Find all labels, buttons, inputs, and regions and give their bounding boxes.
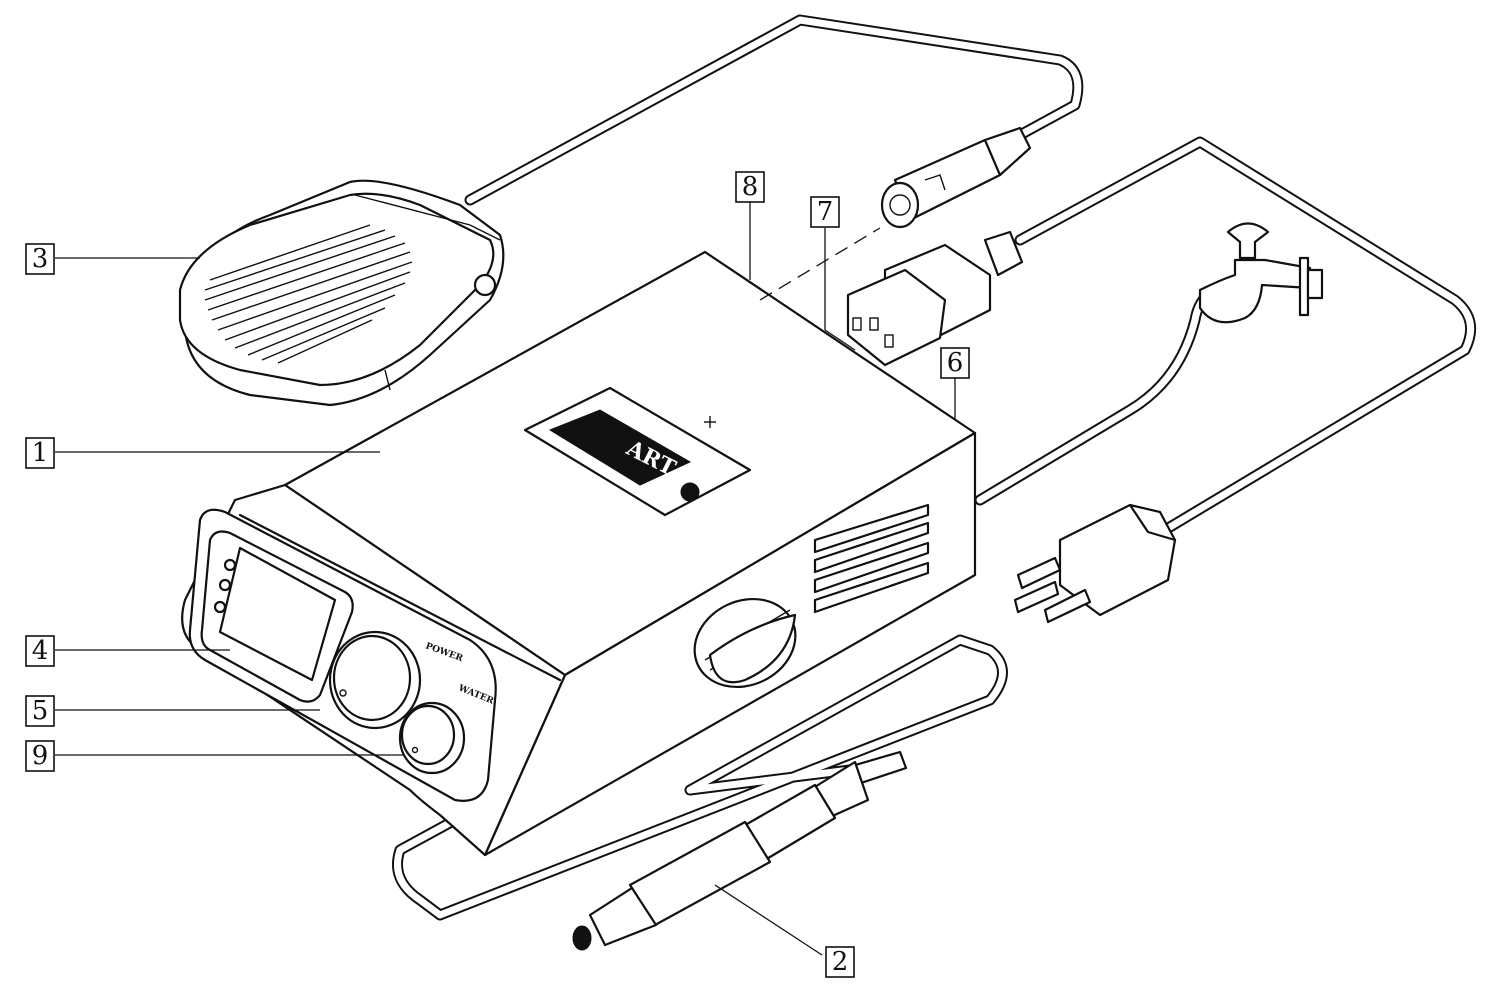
main-unit: ART (181, 250, 977, 857)
callout-7-label: 7 (817, 197, 834, 227)
callout-8: 8 (735, 171, 765, 203)
power-knob: POWER (328, 630, 465, 730)
display-screen (200, 530, 354, 703)
power-plug (1013, 503, 1177, 624)
callout-8-label: 8 (742, 172, 759, 202)
callout-2-label: 2 (832, 947, 849, 977)
callout-6-label: 6 (947, 348, 964, 378)
water-tap (1198, 222, 1324, 324)
leader-lines (55, 200, 956, 956)
water-knob: WATER (398, 683, 495, 775)
side-knob (693, 597, 797, 689)
front-panel: POWER WATER (188, 508, 497, 802)
callout-6: 6 (940, 347, 970, 379)
callout-3: 3 (25, 243, 55, 275)
power-inlet-connector (846, 230, 1024, 367)
handpiece-cable (392, 634, 1008, 921)
callout-4-label: 4 (32, 636, 49, 666)
callout-3-label: 3 (32, 244, 49, 274)
callout-9-label: 9 (32, 741, 49, 771)
side-vent (813, 503, 930, 614)
water-hose (974, 279, 1236, 506)
handpiece (572, 750, 908, 951)
callout-4: 4 (25, 635, 55, 667)
callout-1: 1 (25, 437, 55, 469)
callout-5-label: 5 (32, 696, 49, 726)
callout-7: 7 (810, 196, 840, 228)
callout-5: 5 (25, 695, 55, 727)
brand-logo-plate: ART (523, 386, 752, 517)
cursor-crosshair-icon (704, 416, 716, 428)
pedal-grip-ribs (204, 224, 413, 364)
callout-1-label: 1 (32, 438, 49, 468)
callout-2: 2 (825, 946, 855, 978)
foot-pedal (178, 179, 505, 407)
power-cord (1014, 136, 1477, 536)
pedal-connector (880, 126, 1032, 229)
foot-pedal-cable (464, 14, 1084, 206)
callout-9: 9 (25, 740, 55, 772)
